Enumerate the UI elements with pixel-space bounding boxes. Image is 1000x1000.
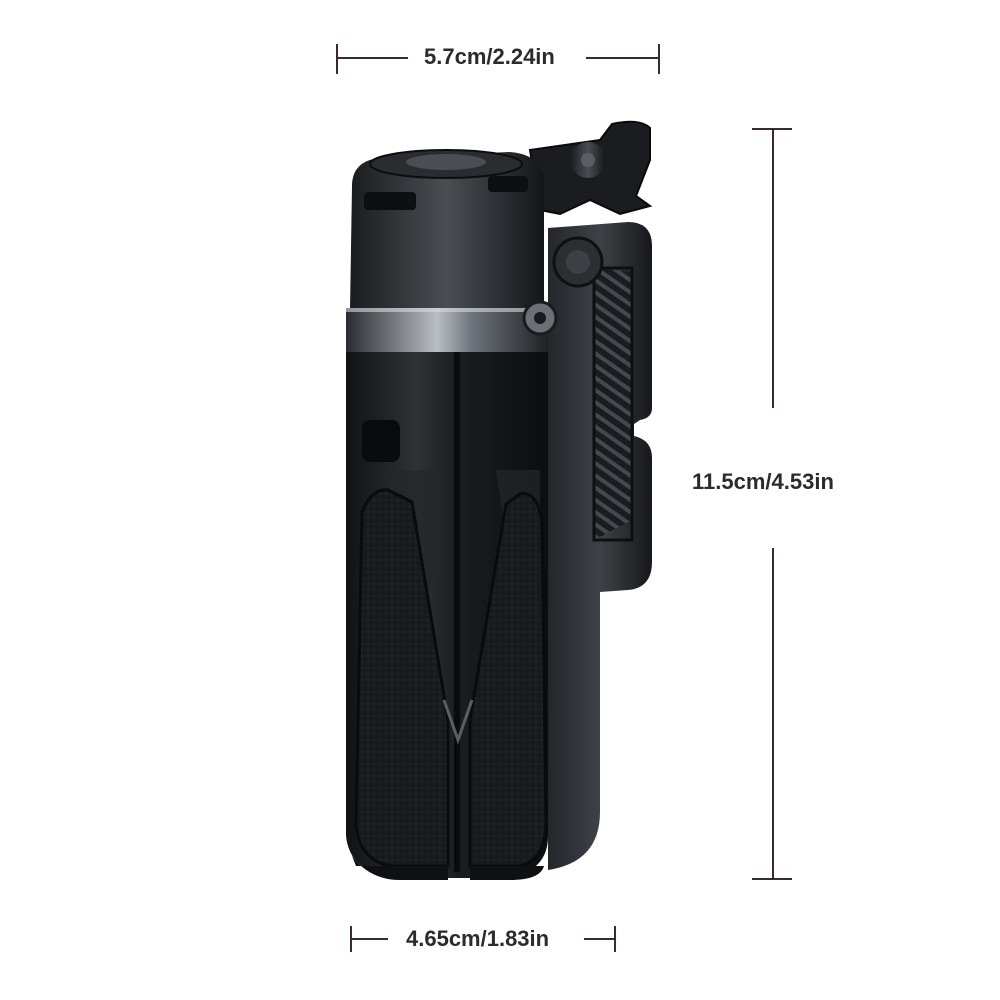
- height-dimension-line-top: [772, 130, 774, 408]
- top-dimension-tick-right: [658, 44, 660, 74]
- height-dimension-tick-bottom: [752, 878, 792, 880]
- leather-grip-right: [468, 492, 548, 868]
- top-dimension-line-left: [338, 57, 408, 59]
- bottom-width-label: 4.65cm/1.83in: [406, 926, 550, 952]
- leg-cutout: [362, 420, 400, 462]
- bottom-dimension-tick-left: [350, 926, 352, 952]
- bottom-dimension-line-right: [584, 938, 614, 940]
- clamp-grip-pattern: [594, 268, 632, 540]
- leg-split: [454, 352, 460, 872]
- top-dimension-line-right: [586, 57, 658, 59]
- top-dimension-tick-left: [336, 44, 338, 74]
- leather-grip-left: [354, 488, 450, 868]
- bottom-dimension-tick-right: [614, 926, 616, 952]
- top-width-label: 5.7cm/2.24in: [424, 44, 555, 70]
- bottom-dimension-line-left: [352, 938, 388, 940]
- head-lock-slot: [364, 192, 416, 210]
- height-dimension-tick-top: [752, 128, 792, 130]
- metal-collar: [346, 308, 548, 352]
- height-dimension-line-bottom: [772, 548, 774, 878]
- height-label: 11.5cm/4.53in: [692, 469, 834, 495]
